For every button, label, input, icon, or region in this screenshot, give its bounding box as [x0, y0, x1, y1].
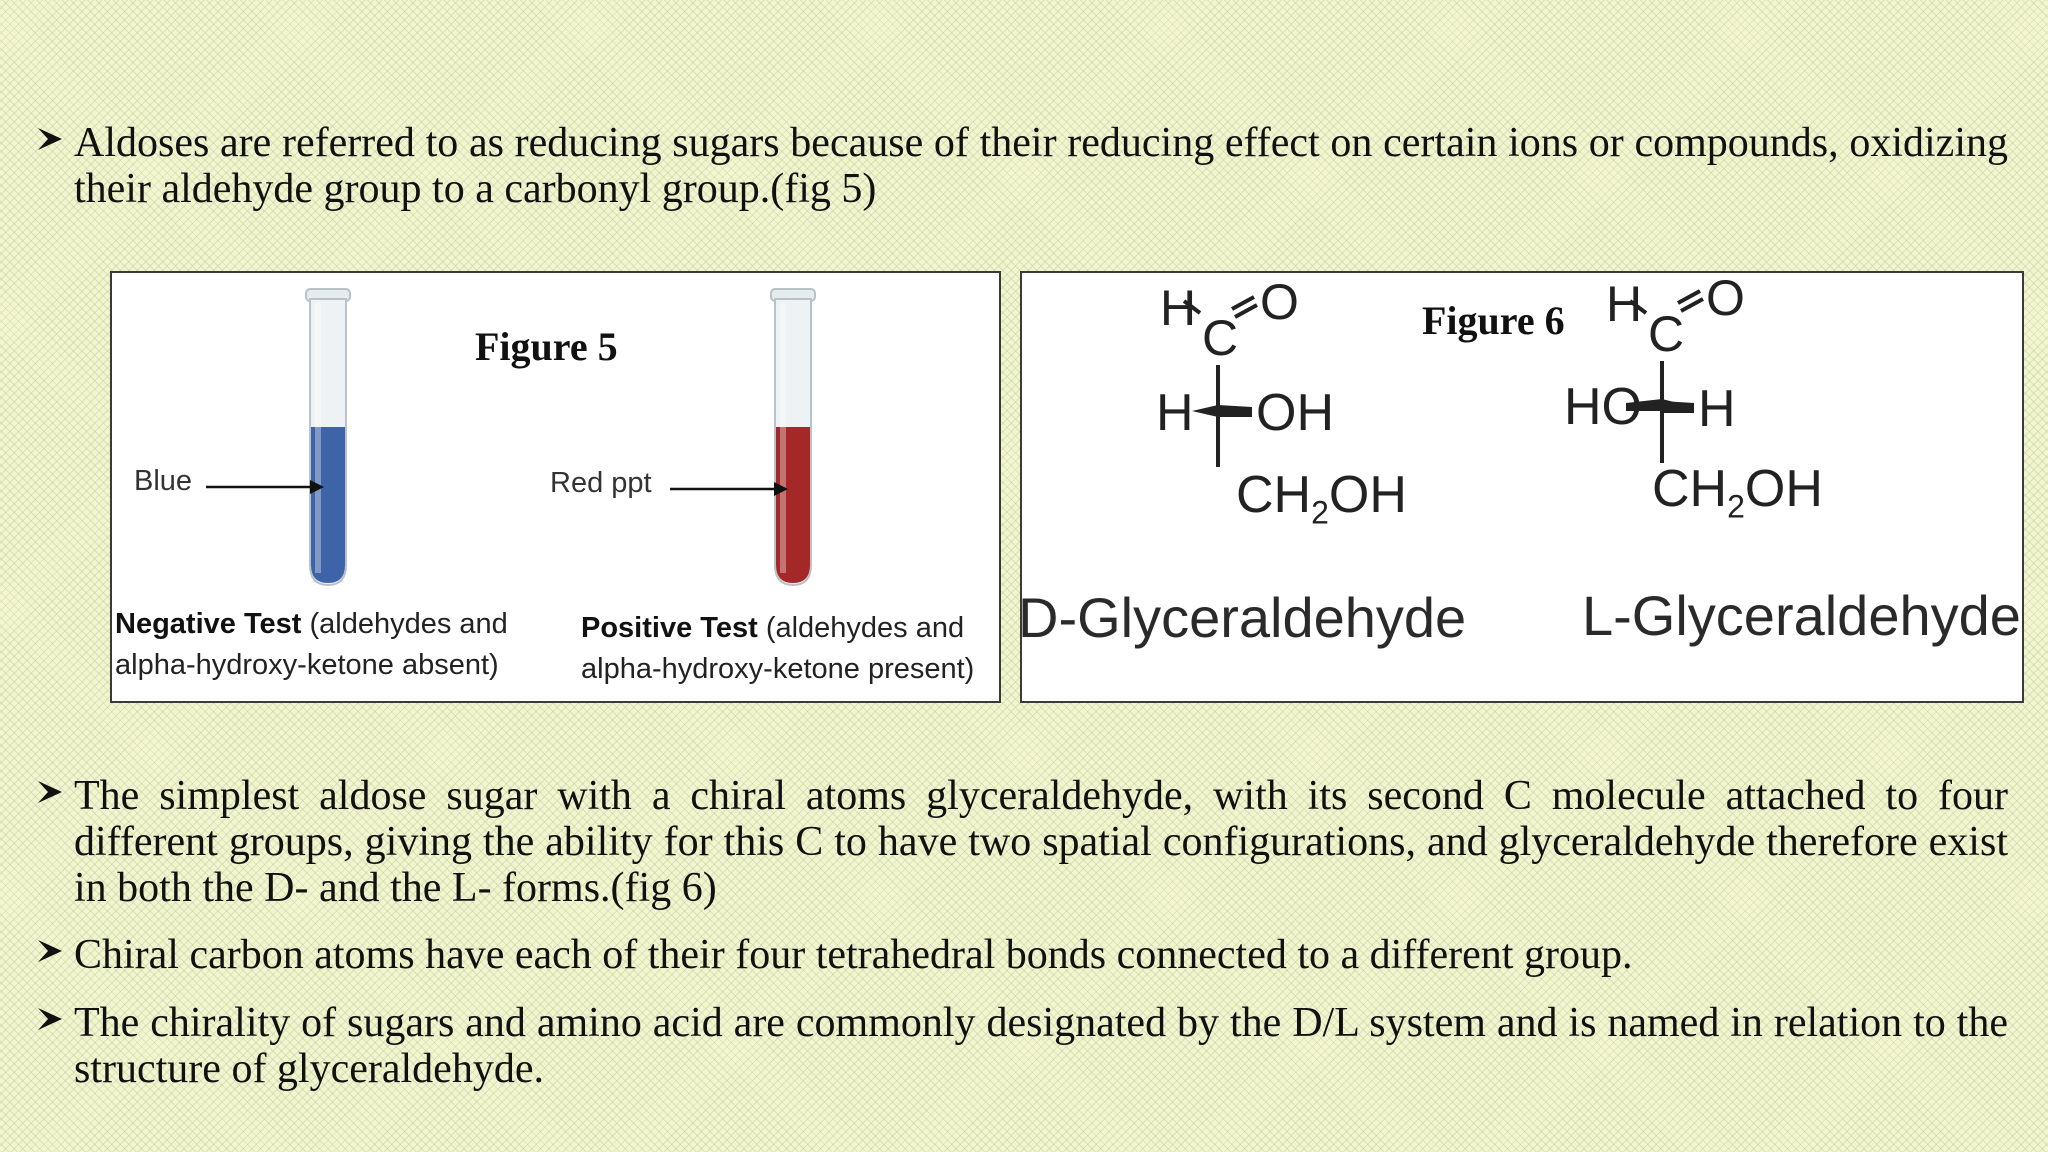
figure-5-title: Figure 5 — [475, 324, 618, 369]
d-h-left: H — [1156, 384, 1194, 442]
bullet-arrow-icon — [36, 936, 74, 966]
red-arrow-icon — [670, 482, 788, 496]
bullet-3: Chiral carbon atoms have each of their f… — [36, 932, 2008, 978]
d-glyceraldehyde-name: D-Glyceraldehyde — [1020, 586, 1467, 649]
blue-label: Blue — [134, 465, 193, 497]
figure-5: Figure 5 Blue Red ppt Negative Test (ald… — [110, 271, 1001, 703]
negative-test-label: Negative Test — [115, 608, 302, 640]
d-ch2oh-b: OH — [1328, 466, 1407, 524]
l-ch2oh-sub: 2 — [1727, 488, 1745, 525]
l-ch2oh: CH2OH — [1652, 459, 1823, 525]
bullet-arrow-icon — [36, 777, 74, 807]
red-test-tube-icon — [770, 288, 816, 587]
l-bonds — [1626, 289, 1704, 463]
blue-arrow-icon — [206, 480, 324, 494]
bullet-1: Aldoses are referred to as reducing suga… — [36, 120, 2008, 212]
negative-test-detail: (aldehydes and — [309, 608, 508, 640]
positive-test-detail: (aldehydes and — [765, 612, 965, 644]
d-c: C — [1202, 310, 1239, 366]
positive-test-caption: Positive Test (aldehydes and alpha-hydro… — [581, 608, 974, 690]
l-ch2oh-a: CH — [1652, 460, 1728, 518]
l-h-right: H — [1698, 380, 1736, 438]
d-ch2oh-a: CH — [1236, 466, 1312, 524]
d-oh: OH — [1256, 384, 1334, 442]
l-h-top: H — [1606, 276, 1643, 332]
l-glyceraldehyde-structure: H C O HO H CH2OH — [1522, 273, 2022, 603]
l-ch2oh-b: OH — [1744, 460, 1823, 518]
positive-test-label: Positive Test — [581, 612, 758, 644]
d-glyceraldehyde-structure: H C O H OH CH2OH — [1022, 273, 1522, 603]
d-o: O — [1260, 274, 1299, 330]
l-o: O — [1706, 271, 1745, 326]
negative-test-detail-2: alpha-hydroxy-ketone absent) — [115, 649, 499, 681]
d-bonds — [1182, 295, 1258, 467]
red-liquid — [776, 427, 810, 583]
bullet-4: The chirality of sugars and amino acid a… — [36, 1000, 2008, 1092]
d-ch2oh: CH2OH — [1236, 465, 1407, 531]
bullet-arrow-icon — [36, 124, 74, 154]
bullet-text: Aldoses are referred to as reducing suga… — [74, 120, 2008, 212]
figure-6: Figure 6 H C O H OH CH2OH H C O — [1020, 271, 2024, 703]
d-ch2oh-sub: 2 — [1311, 494, 1329, 531]
negative-test-caption: Negative Test (aldehydes and alpha-hydro… — [115, 604, 508, 686]
d-h-top: H — [1160, 280, 1197, 336]
l-c: C — [1648, 306, 1685, 362]
red-label: Red ppt — [550, 467, 652, 499]
blue-liquid — [311, 427, 345, 583]
bullet-arrow-icon — [36, 1004, 74, 1034]
positive-test-detail-2: alpha-hydroxy-ketone present) — [581, 653, 975, 685]
l-ho: HO — [1564, 378, 1642, 436]
bullet-text: The chirality of sugars and amino acid a… — [74, 1000, 2008, 1092]
bullet-text: The simplest aldose sugar with a chiral … — [74, 773, 2008, 911]
bullet-2: The simplest aldose sugar with a chiral … — [36, 773, 2008, 911]
blue-test-tube-icon — [305, 288, 351, 587]
bullet-text: Chiral carbon atoms have each of their f… — [74, 932, 1633, 978]
figure-6-title: Figure 6 — [1422, 298, 1565, 343]
l-glyceraldehyde-name: L-Glyceraldehyde — [1582, 584, 2021, 647]
